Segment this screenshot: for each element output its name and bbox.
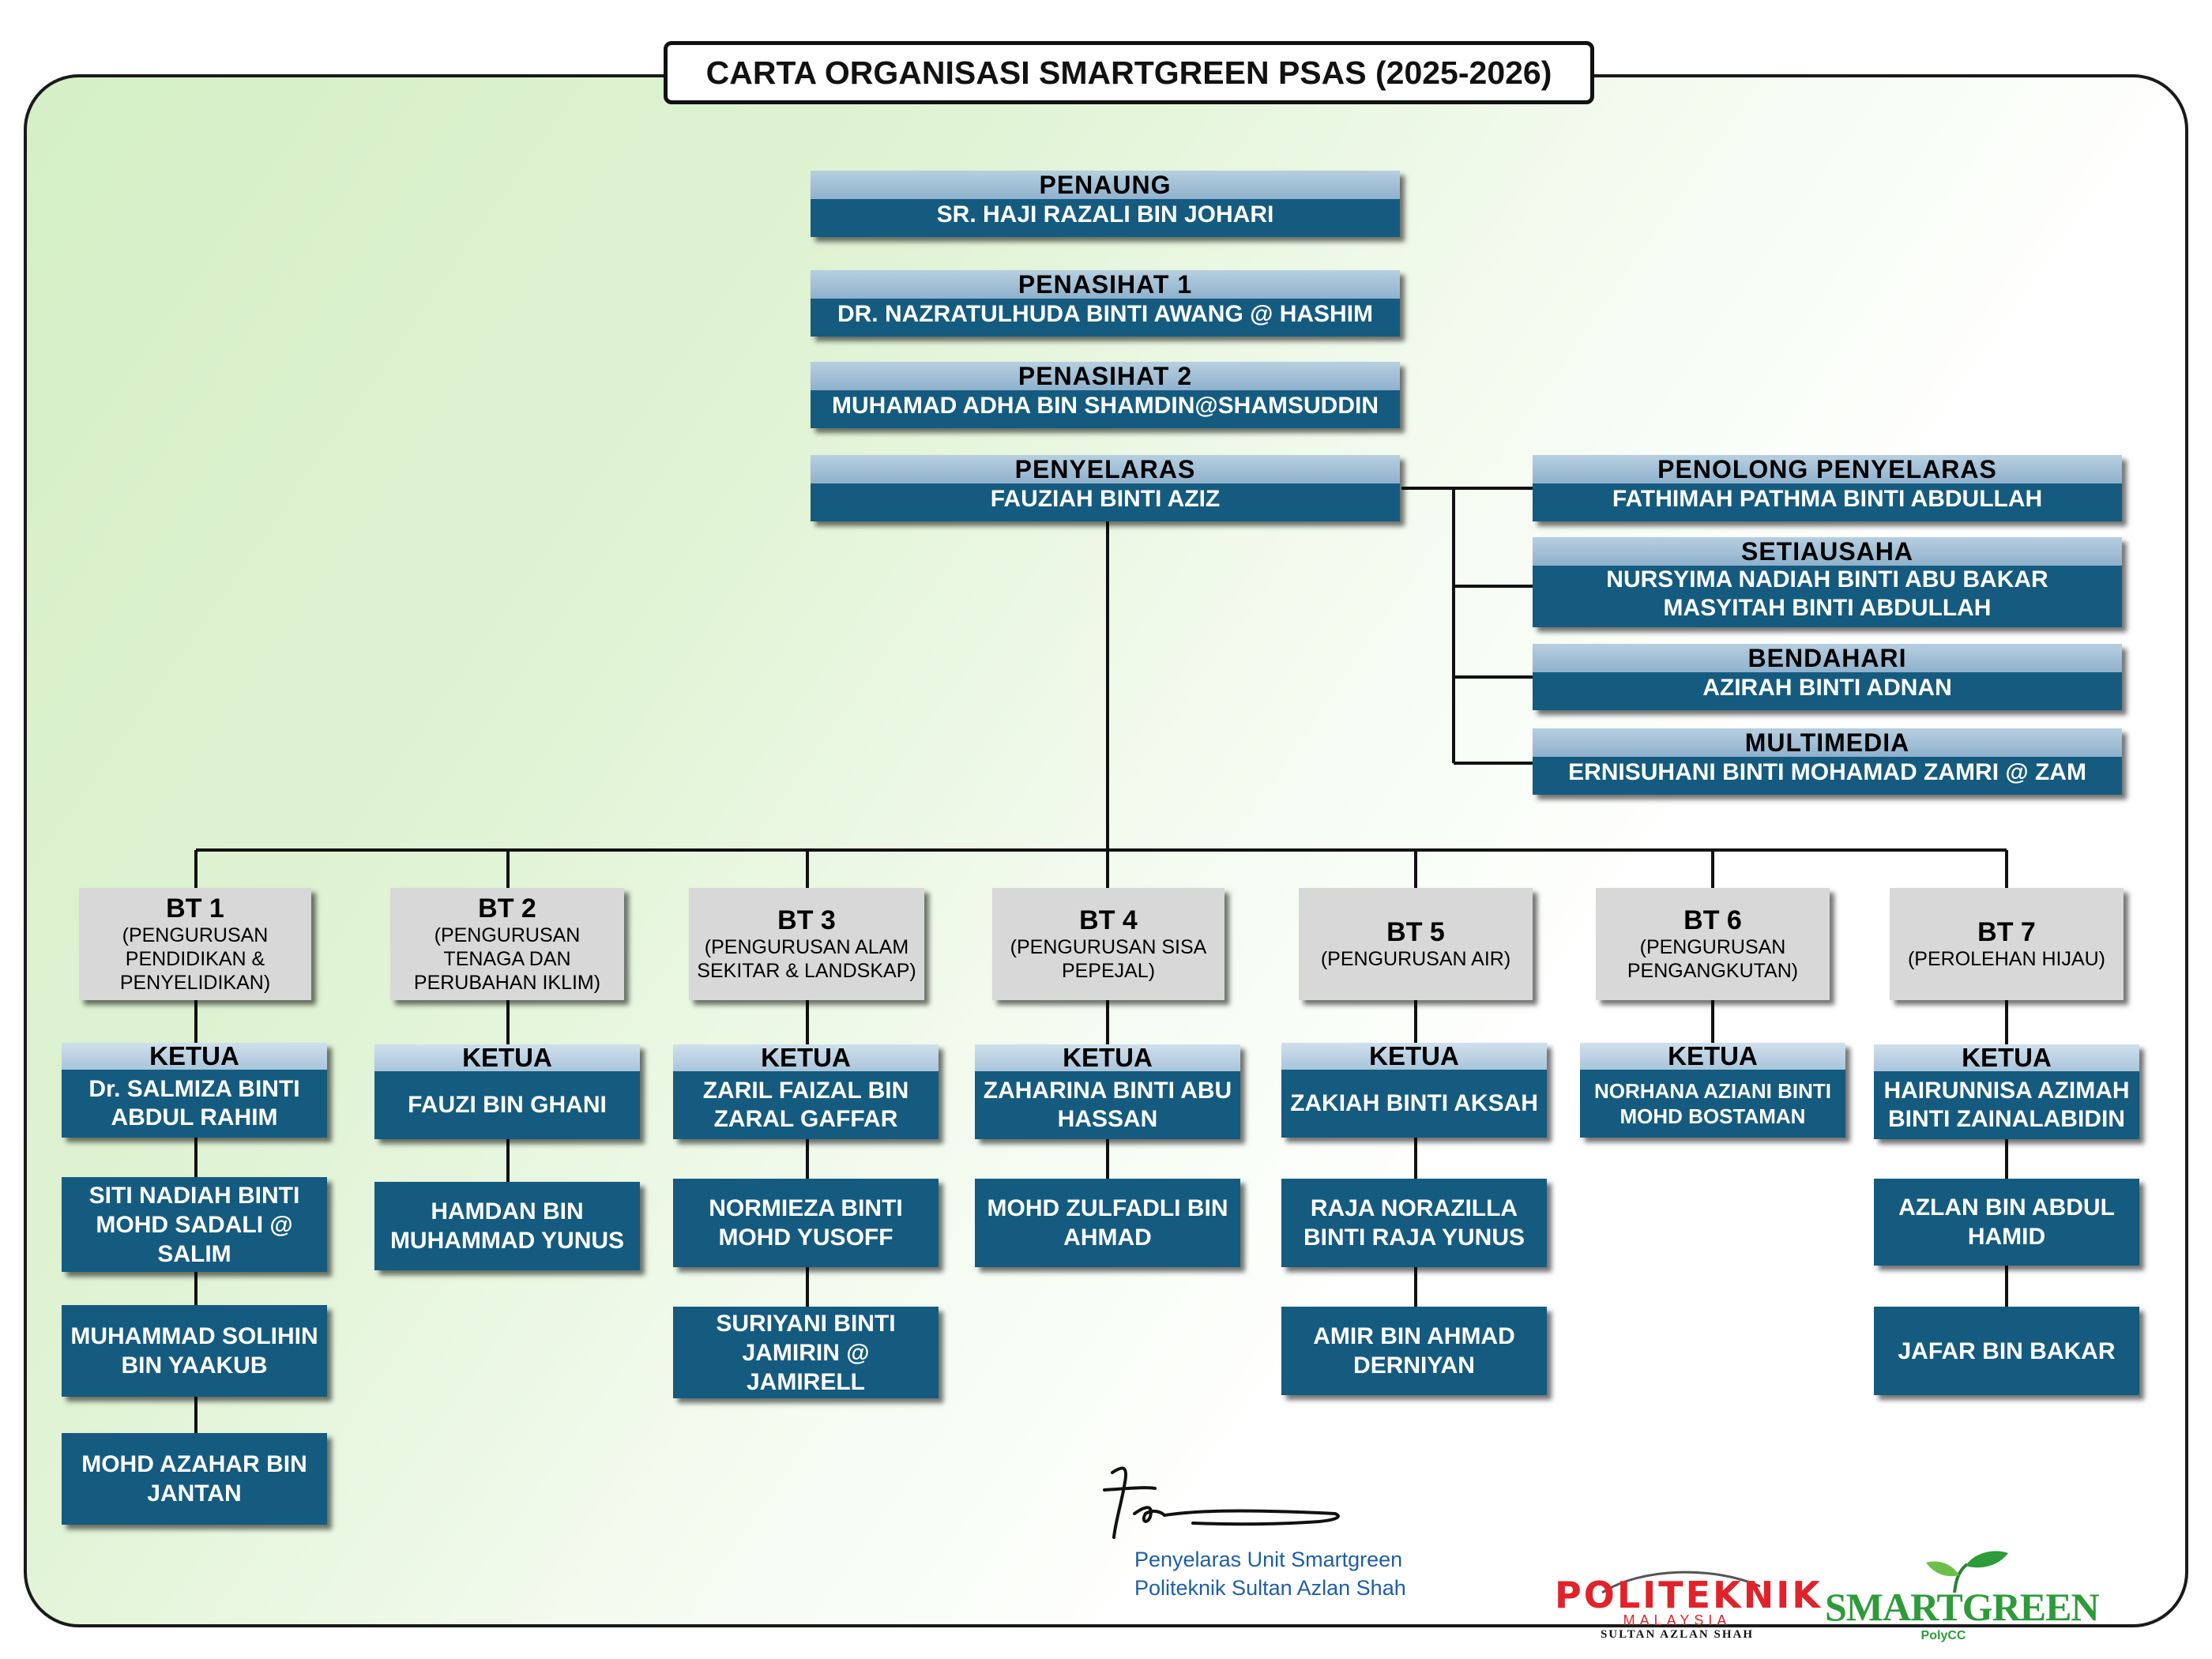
bt2-member-box: HAMDAN BIN MUHAMMAD YUNUS bbox=[374, 1182, 640, 1270]
bureau-description: (PENGURUSAN PENGANGKUTAN) bbox=[1627, 936, 1799, 982]
role-label: PENAUNG bbox=[811, 171, 1400, 199]
person-name: AZIRAH BINTI ADNAN bbox=[1702, 675, 1952, 701]
smartgreen-wordmark: SMARTGREEN bbox=[1825, 1585, 2100, 1629]
bt1-ketua-box: KETUA Dr. SALMIZA BINTI ABDUL RAHIM bbox=[62, 1043, 327, 1138]
bureau-code: BT 1 bbox=[166, 893, 224, 924]
chart-title: CARTA ORGANISASI SMARTGREEN PSAS (2025-2… bbox=[664, 41, 1594, 104]
politeknik-swoosh-icon bbox=[1601, 1571, 1761, 1594]
bendahari-box: BENDAHARI AZIRAH BINTI ADNAN bbox=[1533, 644, 2122, 710]
role-label: MULTIMEDIA bbox=[1533, 728, 2122, 757]
role-label: SETIAUSAHA bbox=[1533, 537, 2122, 566]
ketua-label: KETUA bbox=[1281, 1043, 1547, 1070]
bureau-description: (PENGURUSAN ALAM SEKITAR & LANDSKAP) bbox=[697, 936, 916, 982]
ketua-name: FAUZI BIN GHANI bbox=[408, 1092, 607, 1118]
bt4-member-box: MOHD ZULFADLI BIN AHMAD bbox=[975, 1179, 1240, 1267]
role-label: PENASIHAT 1 bbox=[811, 270, 1400, 299]
signature-caption: Penyelaras Unit Smartgreen Politeknik Su… bbox=[1134, 1545, 1406, 1602]
signature-line-1: Penyelaras Unit Smartgreen bbox=[1134, 1548, 1403, 1571]
bureau-bt1-box: BT 1 (PENGURUSAN PENDIDIKAN & PENYELIDIK… bbox=[79, 888, 311, 1000]
penaung-box: PENAUNG SR. HAJI RAZALI BIN JOHARI bbox=[811, 171, 1400, 237]
bt7-member-box: AZLAN BIN ABDUL HAMID bbox=[1874, 1179, 2139, 1266]
bt7-member-box: JAFAR BIN BAKAR bbox=[1874, 1307, 2139, 1395]
role-label: PENYELARAS bbox=[811, 455, 1400, 483]
bt2-ketua-box: KETUA FAUZI BIN GHANI bbox=[374, 1044, 640, 1139]
penasihat-2-box: PENASIHAT 2 MUHAMAD ADHA BIN SHAMDIN@SHA… bbox=[811, 362, 1400, 428]
ketua-name: ZARIL FAIZAL BIN ZARAL GAFFAR bbox=[702, 1078, 909, 1132]
ketua-label: KETUA bbox=[374, 1044, 640, 1071]
penasihat-1-box: PENASIHAT 1 DR. NAZRATULHUDA BINTI AWANG… bbox=[811, 270, 1400, 337]
bureau-code: BT 5 bbox=[1386, 917, 1445, 947]
ketua-label: KETUA bbox=[62, 1043, 327, 1070]
person-name: DR. NAZRATULHUDA BINTI AWANG @ HASHIM bbox=[837, 301, 1374, 327]
bureau-bt5-box: BT 5 (PENGURUSAN AIR) bbox=[1299, 888, 1533, 1000]
bt1-member-box: MUHAMMAD SOLIHIN BIN YAAKUB bbox=[62, 1305, 327, 1397]
bureau-code: BT 7 bbox=[1977, 917, 2036, 947]
ketua-label: KETUA bbox=[975, 1044, 1240, 1071]
person-name: MASYITAH BINTI ABDULLAH bbox=[1663, 595, 1992, 621]
bt4-ketua-box: KETUA ZAHARINA BINTI ABU HASSAN bbox=[975, 1044, 1240, 1139]
bt5-ketua-box: KETUA ZAKIAH BINTI AKSAH bbox=[1281, 1043, 1547, 1138]
ketua-name: Dr. SALMIZA BINTI ABDUL RAHIM bbox=[88, 1076, 300, 1130]
person-name: FATHIMAH PATHMA BINTI ABDULLAH bbox=[1612, 486, 2043, 512]
role-label: PENOLONG PENYELARAS bbox=[1533, 455, 2122, 483]
role-label: BENDAHARI bbox=[1533, 644, 2122, 672]
bt3-member-box: NORMIEZA BINTI MOHD YUSOFF bbox=[673, 1179, 939, 1267]
ketua-name: ZAKIAH BINTI AKSAH bbox=[1290, 1090, 1538, 1116]
person-name: NURSYIMA NADIAH BINTI ABU BAKAR bbox=[1606, 566, 2048, 592]
bureau-bt2-box: BT 2 (PENGURUSAN TENAGA DAN PERUBAHAN IK… bbox=[390, 888, 624, 1000]
leaf-sprout-icon bbox=[1926, 1551, 2008, 1593]
politeknik-campus: SULTAN AZLAN SHAH bbox=[1600, 1628, 1755, 1641]
smartgreen-sub: PolyCC bbox=[1920, 1629, 1966, 1642]
ketua-name: NORHANA AZIANI BINTI MOHD BOSTAMAN bbox=[1594, 1079, 1831, 1128]
bureau-bt7-box: BT 7 (PEROLEHAN HIJAU) bbox=[1890, 888, 2124, 1000]
bt1-member-box: MOHD AZAHAR BIN JANTAN bbox=[62, 1433, 327, 1525]
bureau-code: BT 4 bbox=[1079, 905, 1138, 935]
multimedia-box: MULTIMEDIA ERNISUHANI BINTI MOHAMAD ZAMR… bbox=[1533, 728, 2122, 795]
bureau-description: (PENGURUSAN AIR) bbox=[1320, 948, 1511, 970]
person-name: FAUZIAH BINTI AZIZ bbox=[990, 486, 1221, 512]
bt1-member-box: SITI NADIAH BINTI MOHD SADALI @ SALIM bbox=[62, 1177, 327, 1272]
person-name: MUHAMAD ADHA BIN SHAMDIN@SHAMSUDDIN bbox=[832, 393, 1379, 419]
bureau-bt4-box: BT 4 (PENGURUSAN SISA PEPEJAL) bbox=[992, 888, 1224, 1000]
bureau-code: BT 2 bbox=[478, 893, 536, 924]
bureau-description: (PENGURUSAN PENDIDIKAN & PENYELIDIKAN) bbox=[119, 924, 271, 994]
bt7-ketua-box: KETUA HAIRUNNISA AZIMAH BINTI ZAINALABID… bbox=[1874, 1044, 2139, 1139]
signature-scribble bbox=[1103, 1466, 1340, 1539]
ketua-label: KETUA bbox=[673, 1044, 939, 1071]
person-name: ERNISUHANI BINTI MOHAMAD ZAMRI @ ZAM bbox=[1568, 759, 2086, 785]
bureau-code: BT 6 bbox=[1683, 905, 1742, 935]
ketua-label: KETUA bbox=[1580, 1043, 1845, 1070]
bt5-member-box: RAJA NORAZILLA BINTI RAJA YUNUS bbox=[1281, 1179, 1547, 1267]
bureau-description: (PEROLEHAN HIJAU) bbox=[1907, 948, 2106, 970]
bt3-member-box: SURIYANI BINTI JAMIRIN @ JAMIRELL bbox=[673, 1307, 939, 1398]
bureau-description: (PENGURUSAN SISA PEPEJAL) bbox=[1010, 936, 1207, 982]
bt5-member-box: AMIR BIN AHMAD DERNIYAN bbox=[1281, 1307, 1547, 1395]
setiausaha-box: SETIAUSAHA NURSYIMA NADIAH BINTI ABU BAK… bbox=[1533, 537, 2122, 627]
bt3-ketua-box: KETUA ZARIL FAIZAL BIN ZARAL GAFFAR bbox=[673, 1044, 939, 1139]
bureau-description: (PENGURUSAN TENAGA DAN PERUBAHAN IKLIM) bbox=[413, 924, 601, 994]
politeknik-logo: POLITEKNIK MALAYSIA SULTAN AZLAN SHAH bbox=[1555, 1571, 1823, 1642]
bureau-code: BT 3 bbox=[777, 905, 836, 935]
person-name: SR. HAJI RAZALI BIN JOHARI bbox=[936, 201, 1274, 228]
politeknik-sub: MALAYSIA bbox=[1623, 1612, 1732, 1628]
penolong-penyelaras-box: PENOLONG PENYELARAS FATHIMAH PATHMA BINT… bbox=[1533, 455, 2122, 521]
signature-line-2: Politeknik Sultan Azlan Shah bbox=[1134, 1576, 1406, 1600]
bureau-bt3-box: BT 3 (PENGURUSAN ALAM SEKITAR & LANDSKAP… bbox=[689, 888, 924, 1000]
bureau-bt6-box: BT 6 (PENGURUSAN PENGANGKUTAN) bbox=[1596, 888, 1830, 1000]
bt6-ketua-box: KETUA NORHANA AZIANI BINTI MOHD BOSTAMAN bbox=[1580, 1043, 1845, 1138]
ketua-label: KETUA bbox=[1874, 1044, 2139, 1071]
penyelaras-box: PENYELARAS FAUZIAH BINTI AZIZ bbox=[811, 455, 1400, 521]
politeknik-wordmark: POLITEKNIK bbox=[1555, 1574, 1823, 1616]
ketua-name: ZAHARINA BINTI ABU HASSAN bbox=[983, 1078, 1232, 1132]
role-label: PENASIHAT 2 bbox=[811, 362, 1400, 390]
ketua-name: HAIRUNNISA AZIMAH BINTI ZAINALABIDIN bbox=[1883, 1078, 2130, 1132]
